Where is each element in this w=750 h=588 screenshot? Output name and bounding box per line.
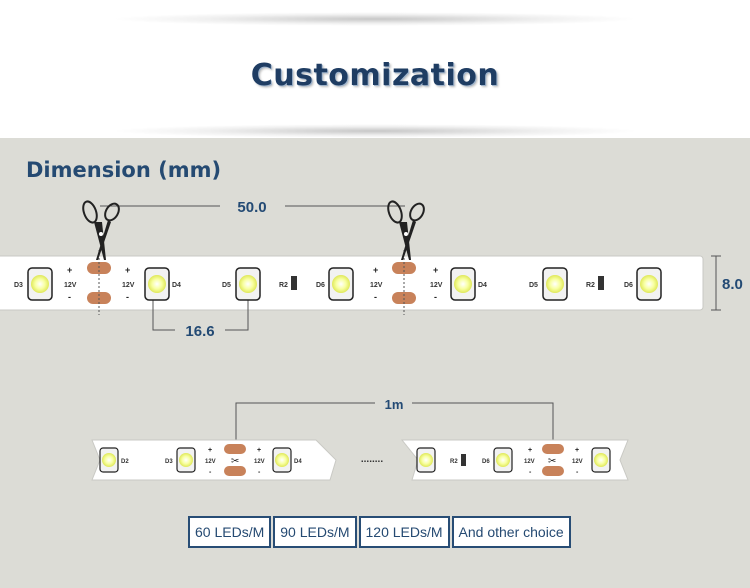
plus-label: + xyxy=(67,265,72,275)
minus-label: - xyxy=(68,292,71,302)
continuation-dots: ........ xyxy=(361,454,383,465)
led-chip xyxy=(144,267,170,301)
minus-label: - xyxy=(576,469,579,476)
led-label: D4 xyxy=(172,282,181,289)
solder-pad xyxy=(542,444,564,454)
scissors-icon xyxy=(82,200,120,260)
dim-label-1m: 1m xyxy=(385,397,404,412)
minus-label: - xyxy=(529,469,532,476)
plus-label: + xyxy=(575,447,579,454)
option-other[interactable]: And other choice xyxy=(451,516,571,548)
dim-label-166: 16.6 xyxy=(185,323,214,340)
voltage-label: 12V xyxy=(370,282,383,289)
led-chip xyxy=(328,267,354,301)
solder-pad xyxy=(542,466,564,476)
minus-label: - xyxy=(434,292,437,302)
section-title: Dimension (mm) xyxy=(26,158,222,182)
option-90-leds[interactable]: 90 LEDs/M xyxy=(273,516,357,548)
led-chip xyxy=(636,267,662,301)
page-title: Customization xyxy=(250,58,500,93)
solder-pad xyxy=(224,444,246,454)
led-label: D5 xyxy=(529,282,538,289)
density-options: 60 LEDs/M 90 LEDs/M 120 LEDs/M And other… xyxy=(188,516,573,548)
led-chip xyxy=(416,447,436,473)
plus-label: + xyxy=(373,265,378,275)
plus-label: + xyxy=(433,265,438,275)
minus-label: - xyxy=(126,292,129,302)
resistor-label: R2 xyxy=(586,282,595,289)
scissors-icon: ✂ xyxy=(548,456,556,467)
dim-label-50: 50.0 xyxy=(237,199,266,216)
plus-label: + xyxy=(528,447,532,454)
led-chip xyxy=(99,447,119,473)
led-chip xyxy=(493,447,513,473)
led-chip xyxy=(176,447,196,473)
option-120-leds[interactable]: 120 LEDs/M xyxy=(358,516,450,548)
dim-line-166-right xyxy=(225,296,249,331)
led-label: D6 xyxy=(624,282,633,289)
dim-line-1m-left xyxy=(235,402,375,445)
dim-line-166-left xyxy=(152,296,175,331)
resistor-label: R2 xyxy=(450,459,458,465)
minus-label: - xyxy=(258,469,261,476)
led-label: D6 xyxy=(482,459,490,465)
led-label: D4 xyxy=(294,459,302,465)
led-label: D3 xyxy=(165,459,173,465)
dim-label-8: 8.0 xyxy=(722,276,743,293)
led-chip xyxy=(542,267,568,301)
voltage-label: 12V xyxy=(254,459,265,465)
option-60-leds[interactable]: 60 LEDs/M xyxy=(188,516,272,548)
plus-label: + xyxy=(125,265,130,275)
scissors-icon: ✂ xyxy=(231,456,239,467)
voltage-label: 12V xyxy=(524,459,535,465)
resistor xyxy=(598,276,604,290)
voltage-label: 12V xyxy=(205,459,216,465)
divider-bottom xyxy=(110,124,640,138)
minus-label: - xyxy=(374,292,377,302)
solder-pad xyxy=(224,466,246,476)
led-chip xyxy=(591,447,611,473)
led-label: D5 xyxy=(222,282,231,289)
dim-line-1m-right xyxy=(412,402,554,445)
voltage-label: 12V xyxy=(64,282,77,289)
resistor-label: R2 xyxy=(279,282,288,289)
scissors-icon xyxy=(387,200,425,260)
resistor xyxy=(291,276,297,290)
voltage-label: 12V xyxy=(430,282,443,289)
led-label: D6 xyxy=(316,282,325,289)
plus-label: + xyxy=(257,447,261,454)
led-label: D2 xyxy=(121,459,129,465)
led-chip xyxy=(272,447,292,473)
led-chip xyxy=(450,267,476,301)
led-chip xyxy=(27,267,53,301)
minus-label: - xyxy=(209,469,212,476)
led-label: D4 xyxy=(478,282,487,289)
voltage-label: 12V xyxy=(122,282,135,289)
resistor xyxy=(461,454,466,466)
header-band xyxy=(0,0,750,138)
divider-top xyxy=(110,12,640,26)
voltage-label: 12V xyxy=(572,459,583,465)
dimension-panel xyxy=(0,138,750,588)
led-label: D3 xyxy=(14,282,23,289)
plus-label: + xyxy=(208,447,212,454)
led-chip xyxy=(235,267,261,301)
